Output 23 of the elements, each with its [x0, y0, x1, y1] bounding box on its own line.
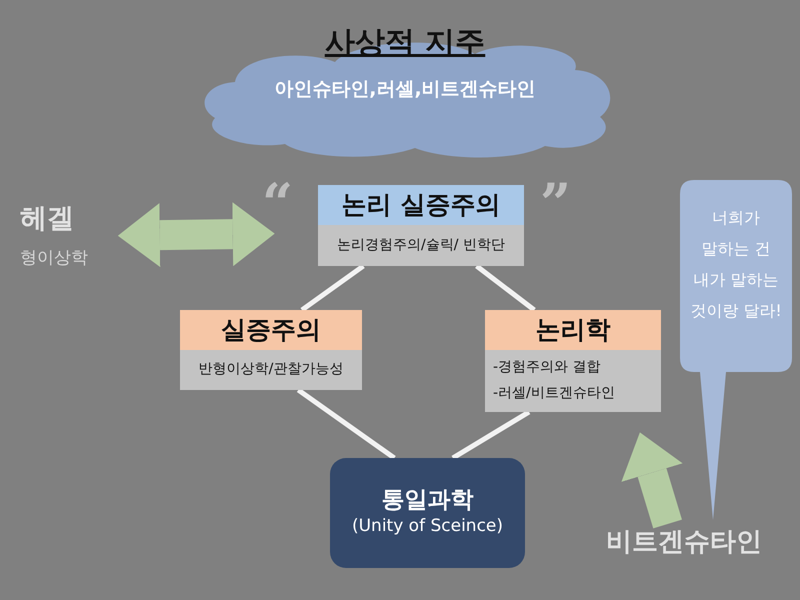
thick-arrow [621, 432, 683, 528]
result-box [330, 458, 525, 568]
box-text: -경험주의와 결합 [493, 358, 601, 376]
box-heading: 논리 실증주의 [318, 185, 524, 225]
sub-label: 형이상학 [20, 247, 89, 269]
box-heading: 실증주의 [180, 310, 362, 350]
connector-line [475, 264, 536, 312]
quote-mark: ” [540, 173, 572, 233]
thick-arrow [118, 202, 275, 268]
connector-line [452, 410, 530, 460]
connector-line [296, 388, 396, 460]
cloud-text: 아인슈타인,러셀,비트겐슈타인 [273, 77, 537, 102]
name-label: 비트겐슈타인 [606, 526, 760, 559]
box-text: (Unity of Sceince) [350, 516, 504, 536]
speech-text: 너희가 말하는 건 내가 말하는 것이랑 달라! [690, 207, 782, 322]
box-heading: 논리학 [485, 310, 661, 350]
name-label: 헤겔 [20, 202, 75, 236]
box-text: -러셀/비트겐슈타인 [493, 384, 615, 402]
connector-line [300, 264, 365, 312]
box-text: 논리경험주의/슐릭/ 빈학단 [336, 236, 506, 254]
box-heading: 통일과학 [380, 486, 474, 515]
box-text: 반형이상학/관찰가능성 [198, 360, 344, 378]
quote-mark: “ [262, 173, 294, 233]
